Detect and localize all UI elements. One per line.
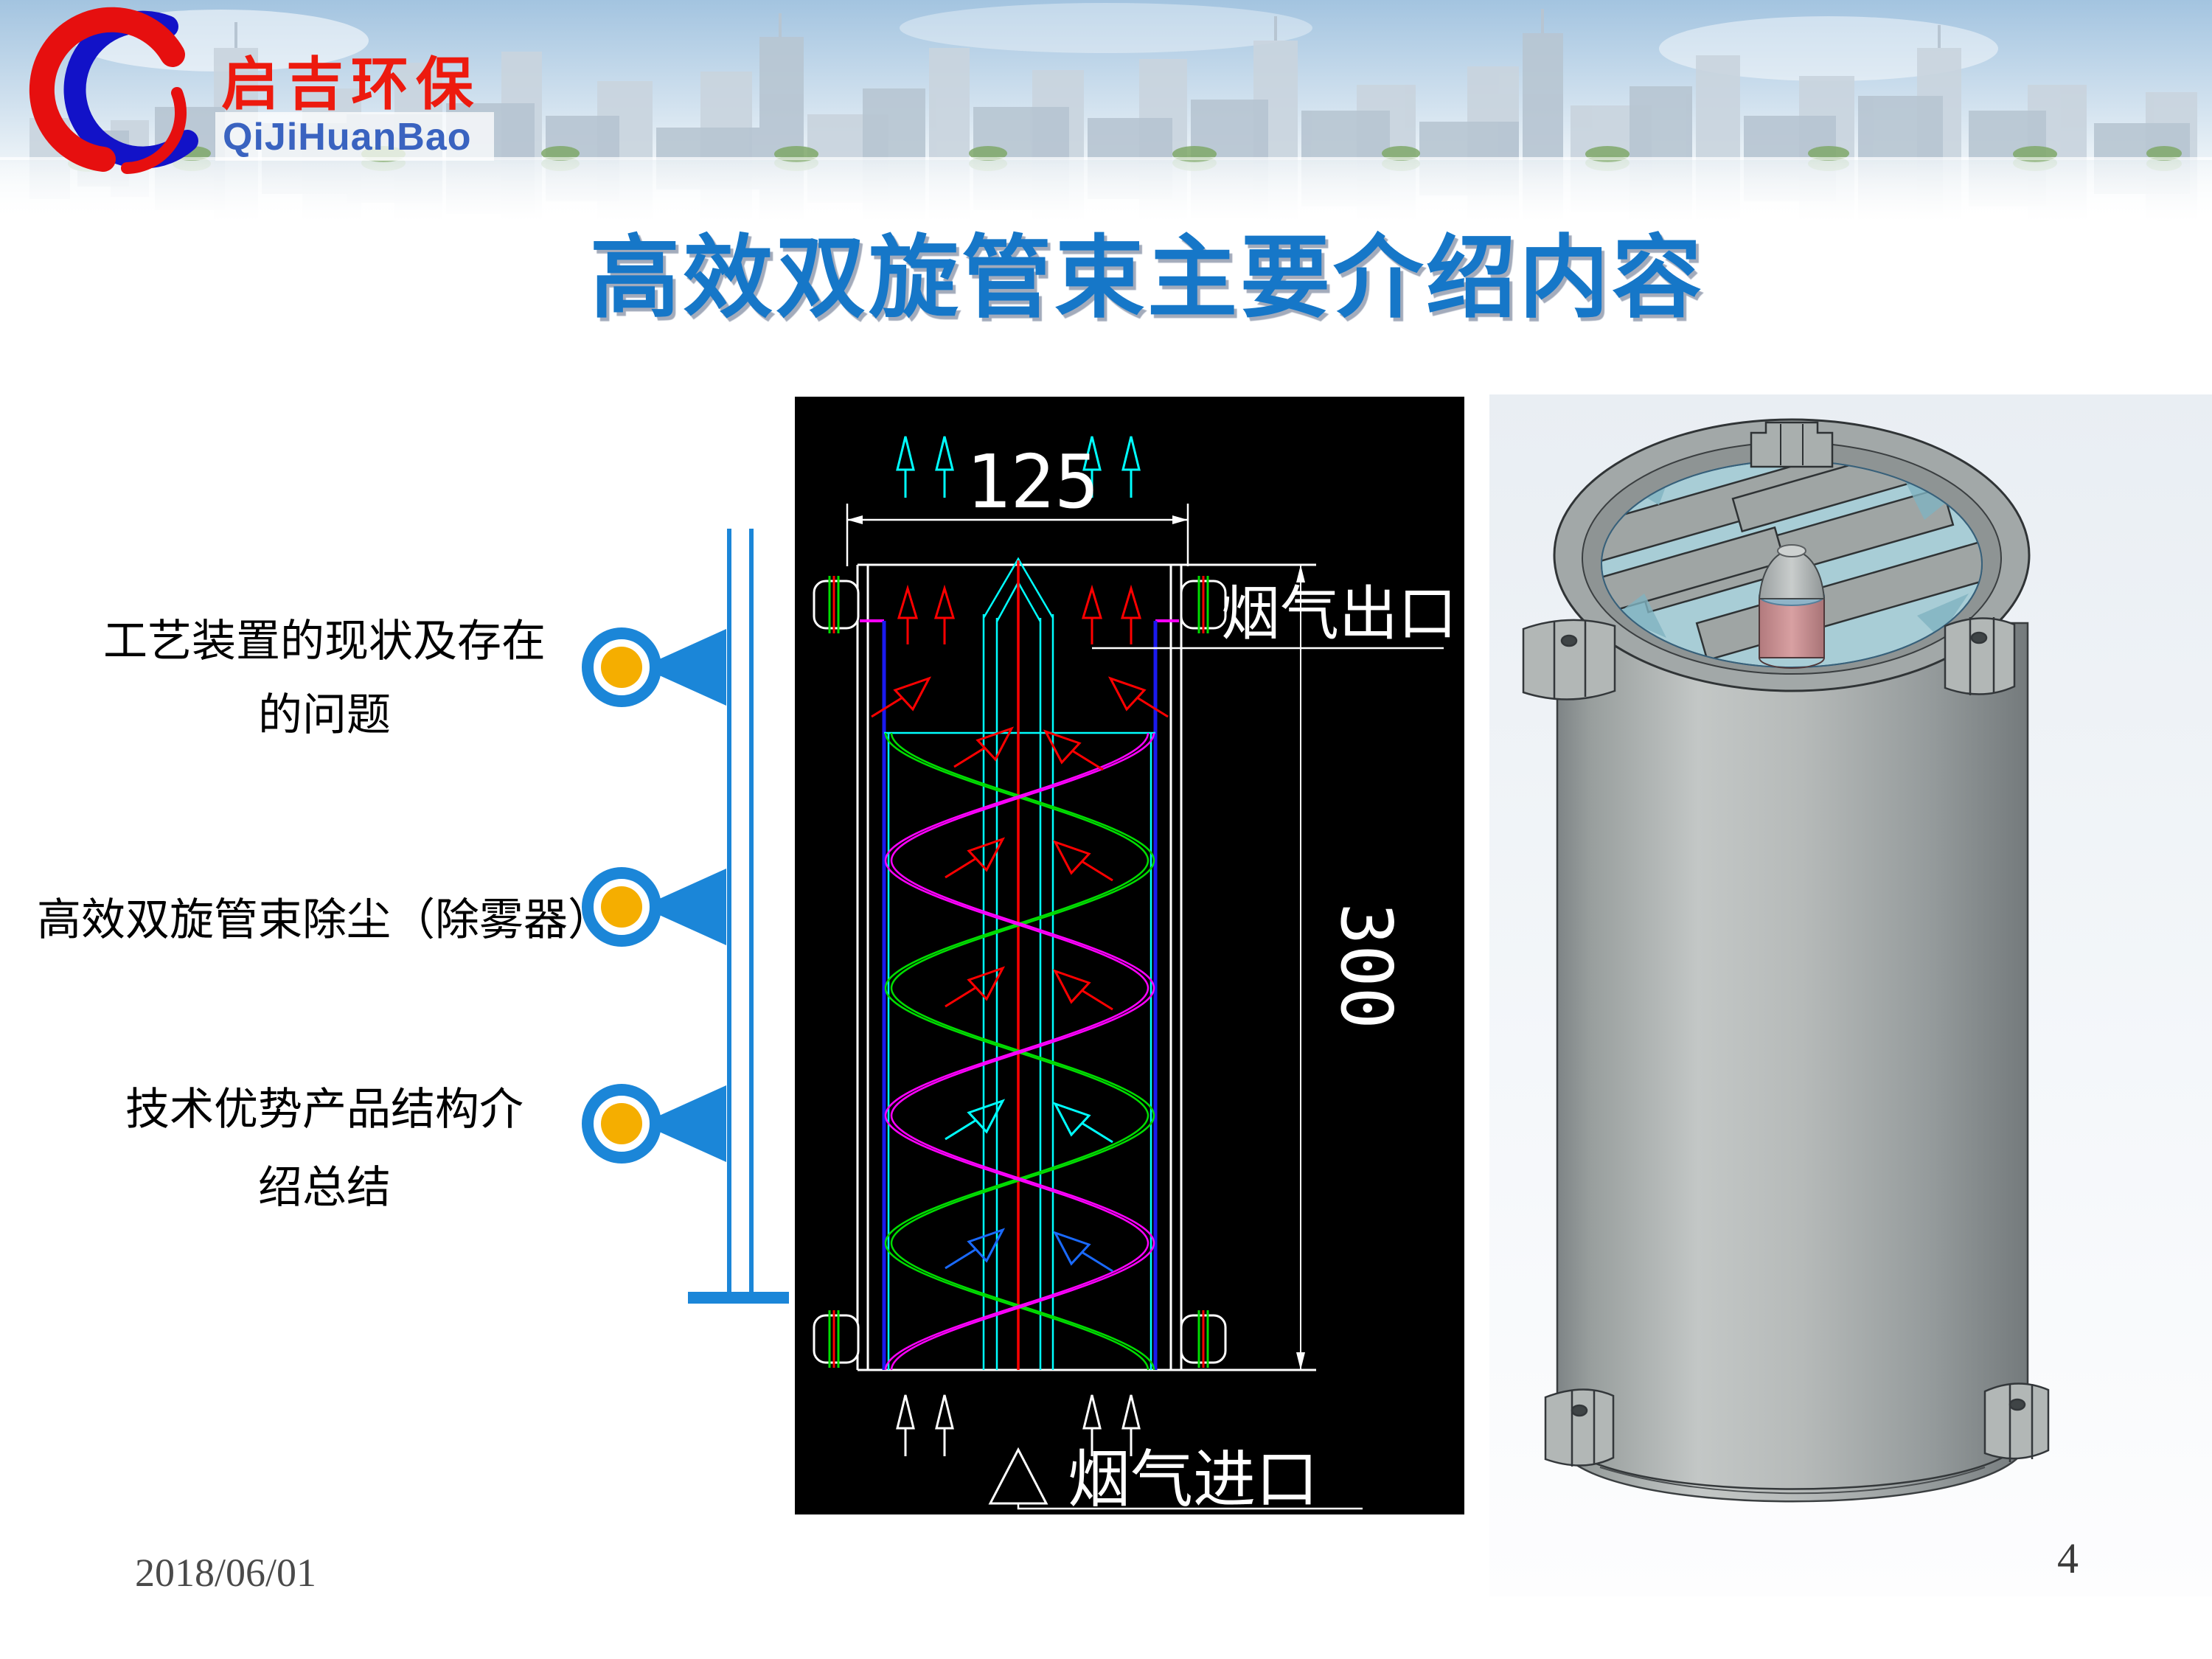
agenda-bullet-marker-icon (582, 867, 726, 947)
double-spiral (884, 732, 1155, 1371)
width-dimension-line (846, 504, 1189, 566)
agenda-item-1-label: 工艺装置的现状及存在 的问题 (0, 605, 649, 752)
inlet-label: 烟气进口 (1068, 1444, 1318, 1514)
flange-lugs (813, 580, 1227, 1364)
width-dimension-label: 125 (966, 439, 1099, 525)
agenda-item-3-line-2: 绍总结 (258, 1164, 391, 1212)
swirl-arrows-blue-icon (944, 1228, 1114, 1273)
slide-title: 高效双旋管束主要介绍内容 (590, 229, 1705, 329)
logo-name-cn: 启吉环保 (221, 52, 481, 116)
inlet-leader-line (1017, 1503, 1363, 1510)
agenda-item-2-label: 高效双旋管束除尘（除雾器） (0, 883, 649, 957)
timeline-line (727, 529, 731, 1292)
tube-3d-render-panel (1489, 394, 2212, 1596)
tube-3d-model-image (1522, 418, 2050, 1503)
agenda-item-3-label: 技术优势产品结构介 绍总结 (0, 1071, 649, 1227)
inlet-triangle-icon (988, 1447, 1048, 1505)
swirl-arrows-cyan-icon (944, 1099, 1114, 1144)
agenda-item-1-line-1: 工艺装置的现状及存在 (103, 617, 546, 666)
rim-bracket (1750, 421, 1834, 468)
tube-walls (860, 619, 1179, 1370)
agenda-item-1-line-2: 的问题 (258, 691, 391, 740)
tube-bundle-cad-drawing: 125 (813, 435, 1457, 1514)
height-dimension-label: 300 (1325, 902, 1406, 1029)
footer-date: 2018/06/01 (135, 1551, 317, 1595)
timeline-line (749, 529, 754, 1292)
agenda-bullet-marker-icon (582, 1084, 726, 1164)
company-logo-icon (29, 7, 198, 174)
central-core-icon (1758, 544, 1826, 669)
logo-name-en: QiJiHuanBao (223, 116, 472, 159)
page-number: 4 (2057, 1534, 2079, 1582)
outlet-label: 烟气出口 (1221, 580, 1457, 648)
mounting-lugs (1522, 617, 2050, 1467)
agenda-item-3-line-1: 技术优势产品结构介 (125, 1085, 524, 1134)
agenda-bullet-marker-icon (582, 627, 726, 707)
vessel-outline (856, 563, 1316, 1371)
header-banner: 启吉环保 QiJiHuanBao (0, 0, 2212, 221)
cad-cross-section-panel: 125 (795, 397, 1464, 1514)
logo-name-band (215, 112, 494, 161)
agenda-item-2-line-1: 高效双旋管束除尘（除雾器） (37, 896, 612, 945)
swirl-arrows-red-icon (870, 677, 1169, 1011)
timeline-end-cap (688, 1292, 789, 1304)
gasket-lines (828, 576, 1209, 1368)
